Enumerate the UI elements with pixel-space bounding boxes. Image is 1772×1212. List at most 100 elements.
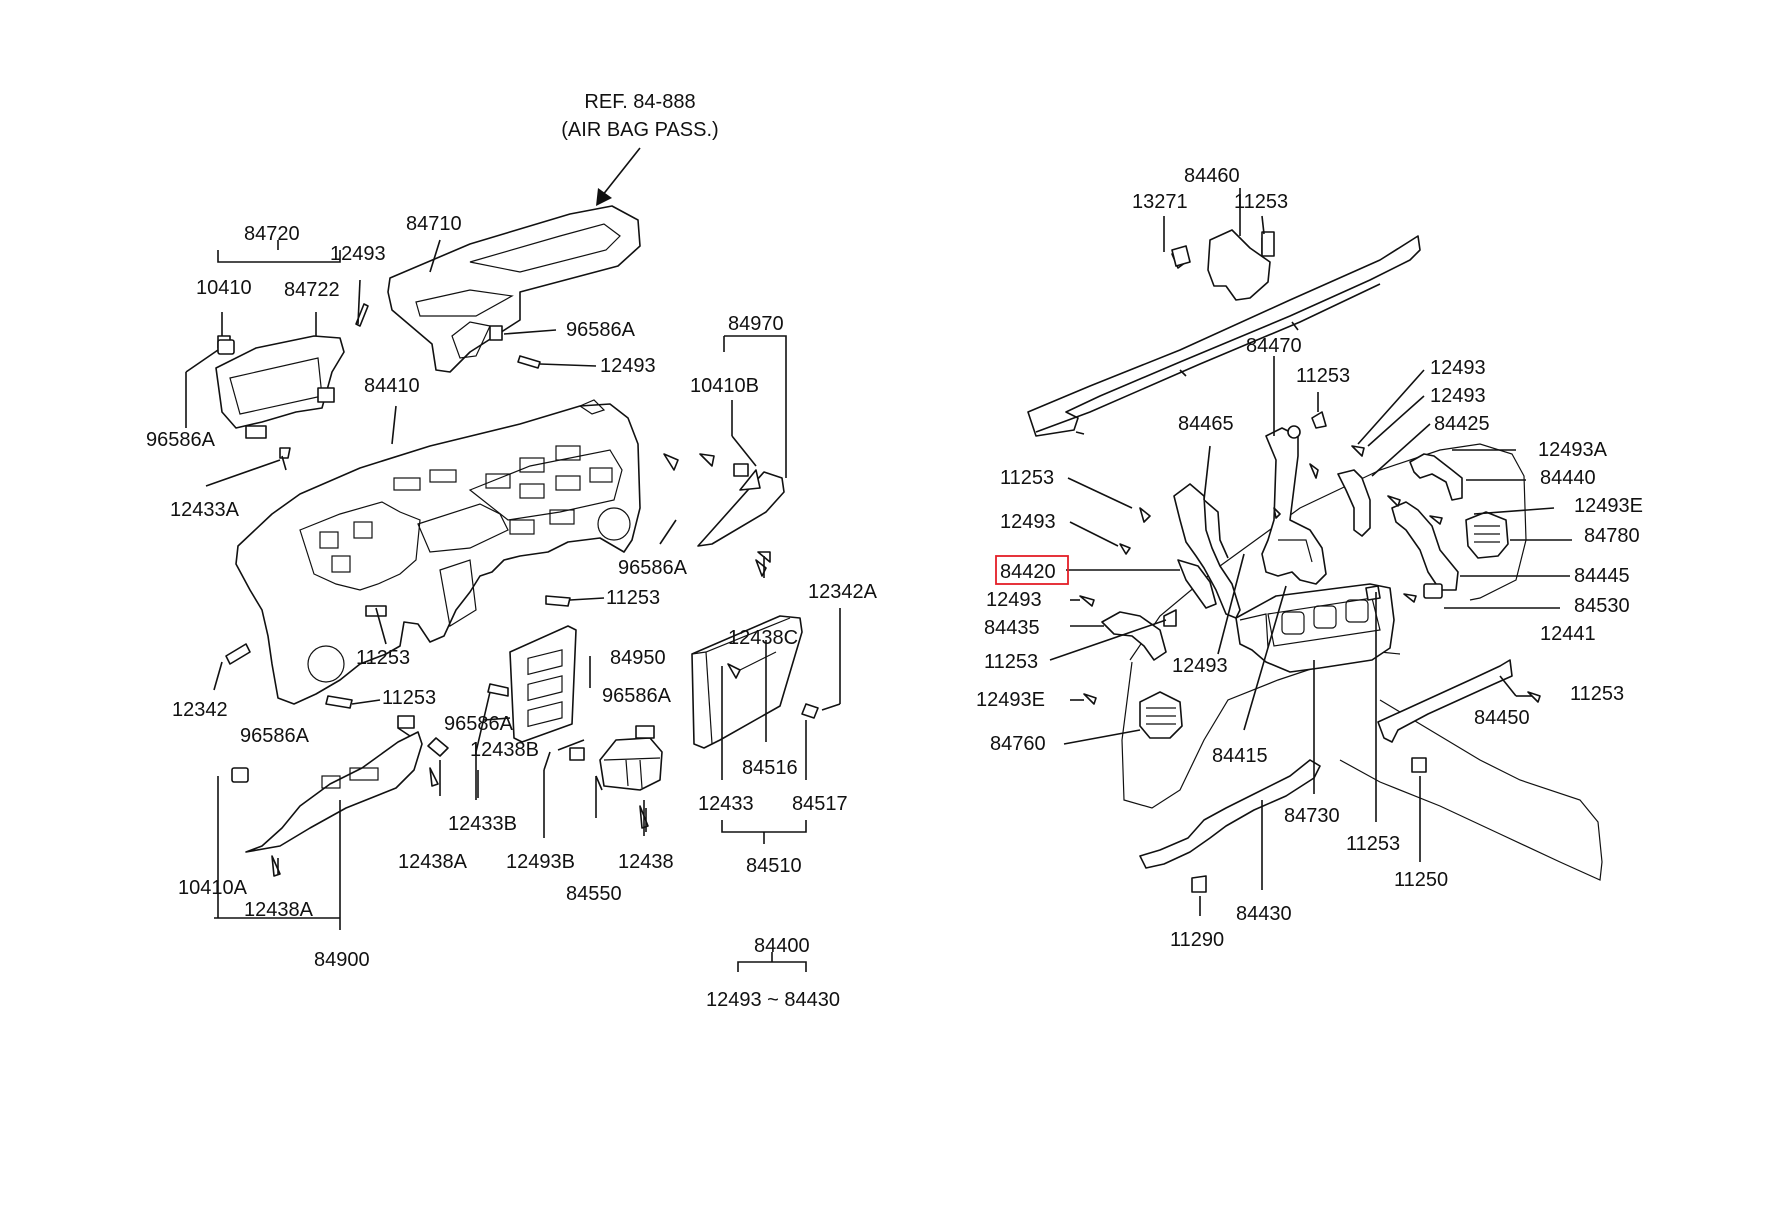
label-11253: 11253 [1234,191,1288,213]
label-10410a: 10410A [178,877,248,899]
label-84510: 84510 [746,855,802,877]
side-vent-part [1465,511,1509,559]
label-11253: 11253 [1296,365,1350,387]
left-bracket-part [1173,483,1241,619]
label-84420: 84420 [1000,561,1056,583]
label-12493: 12493 [330,243,386,265]
label-11253: 11253 [606,587,660,609]
side-cover-part [697,469,785,547]
bracket-84425-part [1337,469,1371,537]
label-84460: 84460 [1184,165,1240,187]
center-vertical-bracket-part [1261,425,1327,585]
label-10410: 10410 [196,277,252,299]
ref-arrow [596,147,641,206]
ref-note-line1: REF. 84-888 [584,91,695,113]
label-84440: 84440 [1540,467,1596,489]
label-84516: 84516 [742,757,798,779]
tray-part [599,725,663,791]
label-84710: 84710 [406,213,462,235]
label-96586a: 96586A [444,713,514,735]
label-84415: 84415 [1212,745,1268,767]
label-12441: 12441 [1540,623,1596,645]
glove-box-part [691,615,803,749]
label-12493-84430-range: 12493 ~ 84430 [706,989,840,1011]
bracket-84450-part [1377,659,1513,743]
support-beam-part [1027,235,1421,437]
label-84400: 84400 [754,935,810,957]
label-12493b: 12493B [506,851,575,873]
label-11253: 11253 [1000,467,1054,489]
label-84550: 84550 [566,883,622,905]
bracket-84430-part [1139,759,1321,869]
label-84722: 84722 [284,279,340,301]
left-vent-part [1139,691,1183,739]
label-12493: 12493 [1430,357,1486,379]
cluster-facia-part [215,335,345,439]
label-84900: 84900 [314,949,370,971]
center-facia-part [509,625,577,743]
label-84410: 84410 [364,375,420,397]
label-11253: 11253 [1570,683,1624,705]
label-12493: 12493 [1430,385,1486,407]
label-84760: 84760 [990,733,1046,755]
leader-lines-right [1049,188,1572,916]
label-12438c: 12438C [728,627,798,649]
label-12438a: 12438A [244,899,314,921]
label-11253: 11253 [984,651,1038,673]
label-10410b: 10410B [690,375,759,397]
label-96586a: 96586A [146,429,216,451]
bracket-84445-part [1391,501,1459,591]
label-12493e: 12493E [976,689,1045,711]
label-96586a: 96586A [566,319,636,341]
label-84470: 84470 [1246,335,1302,357]
label-84530: 84530 [1574,595,1630,617]
ref-note-line2: (AIR BAG PASS.) [561,119,718,141]
label-12493a: 12493A [1538,439,1608,461]
label-84450: 84450 [1474,707,1530,729]
lower-panel-part [245,715,423,853]
label-13271: 13271 [1132,191,1188,213]
center-vent-part [1235,583,1395,673]
label-11253: 11253 [1346,833,1400,855]
label-12493: 12493 [1172,655,1228,677]
label-96586a: 96586A [240,725,310,747]
label-84720: 84720 [244,223,300,245]
upper-cover-part [387,205,641,373]
label-84430: 84430 [1236,903,1292,925]
label-12438a: 12438A [398,851,468,873]
label-84435: 84435 [984,617,1040,639]
label-12342: 12342 [172,699,228,721]
label-12493: 12493 [1000,511,1056,533]
label-11250: 11250 [1394,869,1448,891]
label-84445: 84445 [1574,565,1630,587]
label-11290: 11290 [1170,929,1224,951]
label-96586a: 96586A [602,685,672,707]
highlight-box-84420 [995,555,1069,585]
bracket-84440-part [1409,453,1463,501]
bracket-84435-part [1101,611,1167,661]
crash-pad-main-part [235,399,641,705]
upper-bracket-part [1171,229,1273,301]
label-11253: 11253 [356,647,410,669]
label-96586a: 96586A [618,557,688,579]
label-84517: 84517 [792,793,848,815]
label-84970: 84970 [728,313,784,335]
fastener-group-right [1079,231,1541,893]
label-12493: 12493 [986,589,1042,611]
label-11253: 11253 [382,687,436,709]
label-84465: 84465 [1178,413,1234,435]
label-12438b: 12438B [470,739,539,761]
label-84425: 84425 [1434,413,1490,435]
label-12438: 12438 [618,851,674,873]
label-12493e: 12493E [1574,495,1643,517]
label-12342a: 12342A [808,581,878,603]
label-84780: 84780 [1584,525,1640,547]
leader-lines-left [185,239,841,972]
label-84730: 84730 [1284,805,1340,827]
label-12433a: 12433A [170,499,240,521]
label-84950: 84950 [610,647,666,669]
label-12493: 12493 [600,355,656,377]
label-12433b: 12433B [448,813,517,835]
label-12433: 12433 [698,793,754,815]
